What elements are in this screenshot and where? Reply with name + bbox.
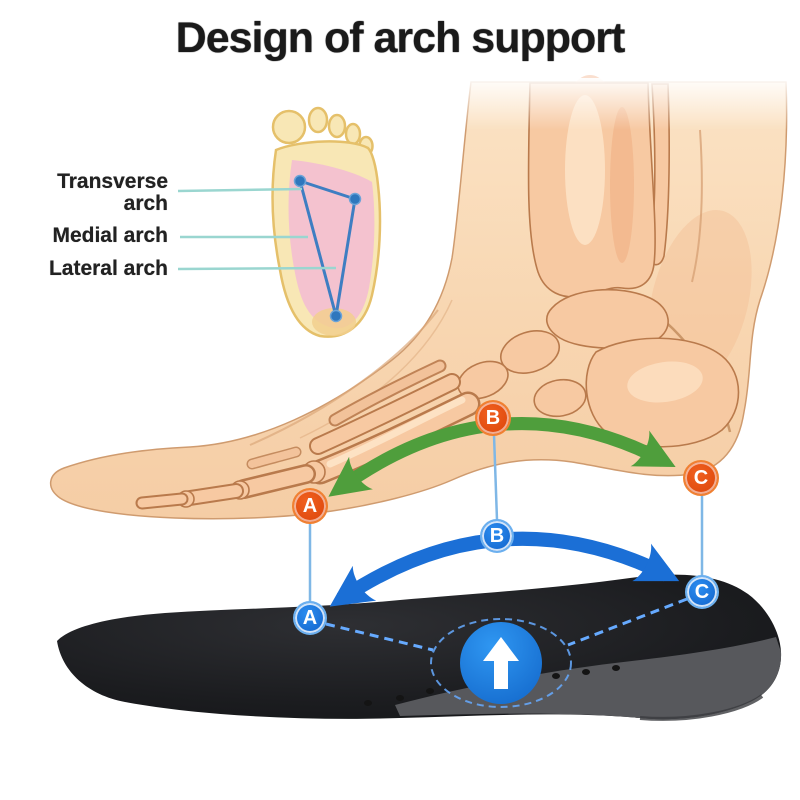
label-medial-arch: Medial arch [52, 224, 168, 247]
foot-marker-b: B [475, 400, 511, 436]
dashed-guides [325, 597, 688, 708]
foot-anatomy-illustration [50, 75, 800, 520]
foot-bones [457, 82, 740, 448]
arch-triangle [293, 174, 362, 323]
page-title: Design of arch support [175, 14, 626, 62]
foot-sole-diagram [177, 106, 382, 338]
foot-marker-a: A [292, 488, 328, 524]
foot-marker-c: C [683, 460, 719, 496]
foot-phalanges [135, 460, 326, 510]
label-leader-lines [177, 187, 337, 271]
insole-marker-a: A [293, 601, 327, 635]
arch-lift-arrow-icon [483, 637, 519, 689]
label-transverse-arch: Transverse arch [57, 170, 168, 215]
label-lateral-arch: Lateral arch [48, 257, 168, 280]
arch-lift-badge [460, 622, 542, 704]
insole-marker-b: B [480, 519, 514, 553]
insole-marker-c: C [685, 575, 719, 609]
ventilation-holes [364, 665, 620, 706]
